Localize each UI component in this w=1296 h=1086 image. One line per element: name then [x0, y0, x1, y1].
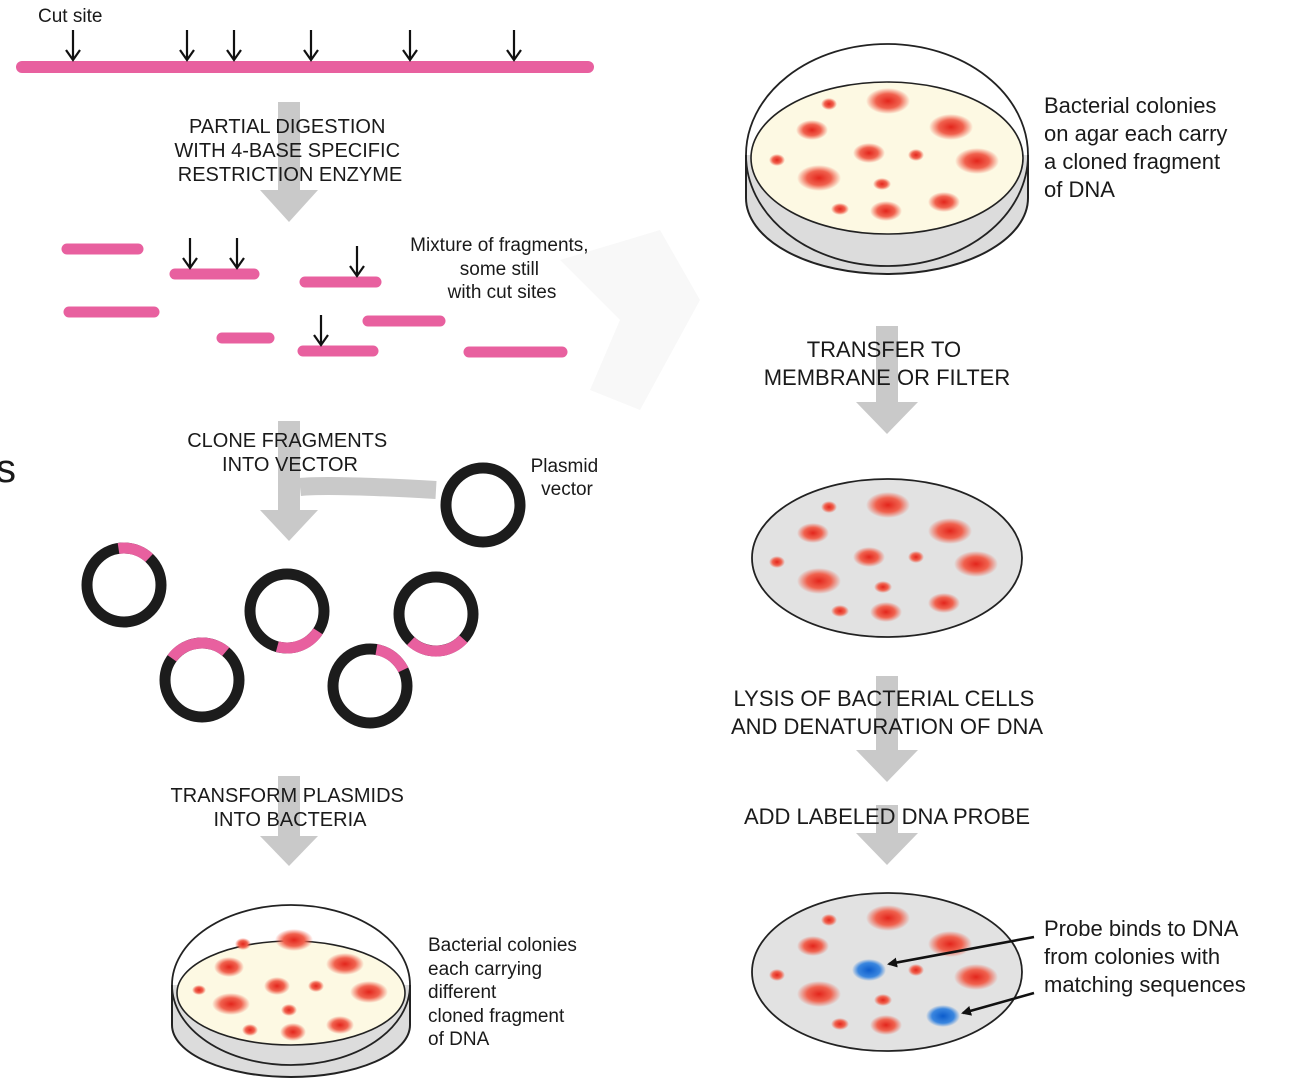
colony [797, 165, 841, 191]
cut-arrow-3 [227, 30, 241, 60]
cut-arrow-5 [403, 30, 417, 60]
colony [954, 964, 998, 990]
petri-dish-right [746, 44, 1028, 274]
colony [870, 1015, 902, 1035]
probed-membrane [752, 893, 1022, 1051]
cut-arrow [230, 238, 244, 268]
cut-arrow-4 [304, 30, 318, 60]
genomic-dna: Cut site [22, 6, 588, 67]
colony [873, 178, 891, 190]
colony [264, 977, 290, 995]
left-colonies-label: Bacterial colonies each carrying differe… [428, 935, 582, 1050]
colony [928, 518, 972, 544]
colony [326, 1016, 354, 1034]
probe-bound-colony [852, 959, 886, 981]
colony [769, 154, 785, 166]
colony [769, 969, 785, 981]
colony [874, 581, 892, 593]
colony [908, 551, 924, 563]
probe-bound-colony [926, 1005, 960, 1027]
colony [908, 964, 924, 976]
colony [866, 905, 910, 931]
colony [928, 192, 960, 212]
colony [831, 203, 849, 215]
colony [928, 593, 960, 613]
recombinant-plasmid [333, 649, 407, 723]
colony [280, 1023, 306, 1041]
cut-arrow-1 [66, 30, 80, 60]
membrane-filter [752, 479, 1022, 637]
colony [769, 556, 785, 568]
colony [866, 492, 910, 518]
colony [955, 148, 999, 174]
step-digestion-label: PARTIAL DIGESTION WITH 4-BASE SPECIFIC R… [174, 116, 405, 186]
plasmid-vector [446, 468, 520, 542]
recombinant-plasmid [87, 548, 161, 622]
colony [853, 547, 885, 567]
colony [275, 929, 313, 951]
colony [954, 551, 998, 577]
cut-site-label: Cut site [38, 6, 102, 27]
cut-arrow [314, 315, 328, 345]
colony [214, 957, 244, 977]
watermark [560, 230, 700, 410]
colony [242, 1024, 258, 1036]
colony [908, 149, 924, 161]
step-probe-label: ADD LABELED DNA PROBE [744, 804, 1030, 829]
recombinant-plasmid [399, 577, 473, 651]
colony [821, 501, 837, 513]
colony [281, 1004, 297, 1016]
cut-arrow [350, 246, 364, 276]
cut-site-arrows [66, 30, 521, 60]
colony [797, 568, 841, 594]
right-plate-label: Bacterial colonies on agar each carry a … [1044, 93, 1234, 202]
colony [870, 201, 902, 221]
petri-dish-left [172, 905, 410, 1077]
colony [821, 914, 837, 926]
fragments-label: Mixture of fragments, some still with cu… [410, 235, 594, 303]
colony [831, 605, 849, 617]
colony [929, 114, 973, 140]
colony [853, 143, 885, 163]
colony [796, 120, 828, 140]
colony [797, 936, 829, 956]
colony [212, 993, 250, 1015]
colony [870, 602, 902, 622]
recombinant-plasmids [87, 548, 473, 723]
colony [326, 953, 364, 975]
colony [308, 980, 324, 992]
fragment-cut-arrows [183, 238, 364, 345]
colony [192, 985, 206, 995]
cut-arrow [183, 238, 197, 268]
plasmid-join-line [300, 486, 436, 490]
probe-label: Probe binds to DNA from colonies with ma… [1044, 916, 1246, 997]
cut-arrow-6 [507, 30, 521, 60]
edge-fragment-text: s [0, 447, 16, 491]
cut-arrow-2 [180, 30, 194, 60]
colony [797, 981, 841, 1007]
colony [797, 523, 829, 543]
colony [874, 994, 892, 1006]
recombinant-plasmid [165, 643, 239, 717]
colony [350, 981, 388, 1003]
colony [235, 938, 251, 950]
colony [831, 1018, 849, 1030]
recombinant-plasmid [250, 574, 324, 648]
colony [821, 98, 837, 110]
plasmid-label: Plasmid vector [531, 456, 604, 500]
colony [866, 88, 910, 114]
